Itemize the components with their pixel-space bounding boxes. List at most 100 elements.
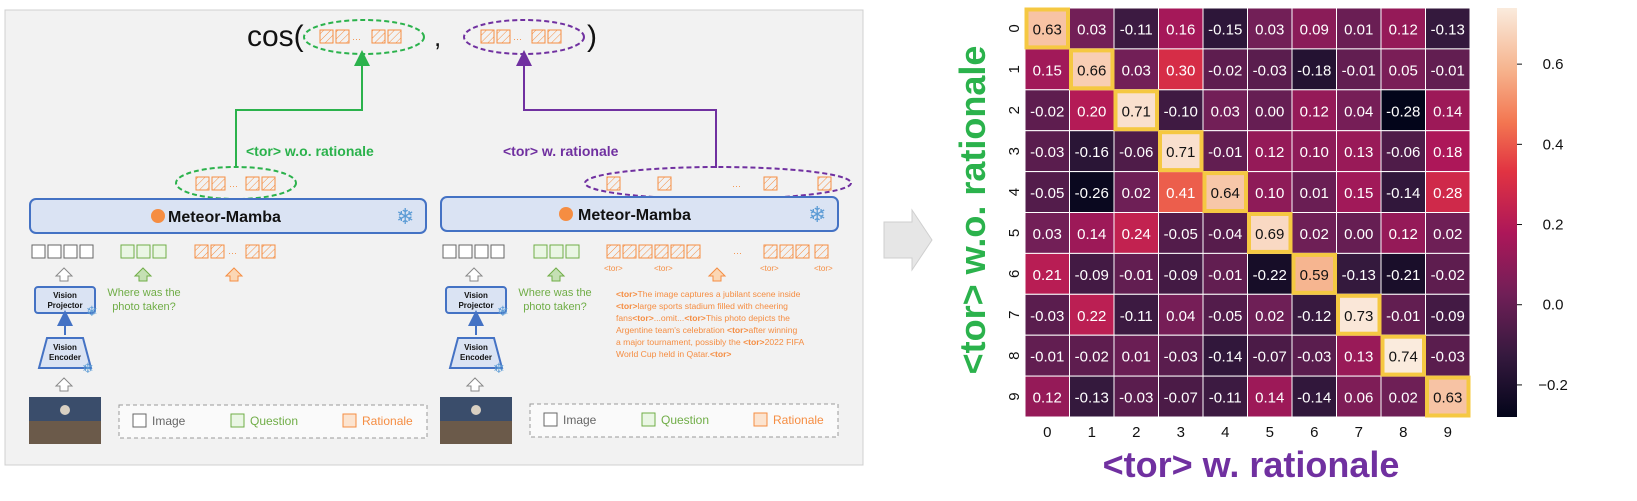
cell-value-label: 0.21	[1033, 267, 1062, 284]
cell-value-label: -0.16	[1075, 144, 1109, 161]
cell-value-label: 0.00	[1255, 103, 1284, 120]
svg-text:Vision: Vision	[464, 291, 488, 300]
model-box-left: Meteor-Mamba ❄	[29, 198, 427, 234]
cell-value-label: 0.73	[1344, 308, 1373, 325]
y-tick-label: 6	[1006, 270, 1023, 278]
heatmap-cell	[1336, 48, 1382, 91]
cell-value-label: 0.12	[1255, 144, 1284, 161]
cell-value-label: 0.13	[1344, 349, 1373, 366]
heatmap-cell	[1336, 7, 1382, 50]
cell-value-label: 0.22	[1077, 308, 1106, 325]
model-name-right: Meteor-Mamba	[578, 207, 691, 224]
svg-text:<tor>: <tor>	[760, 264, 779, 273]
x-tick-label: 3	[1177, 424, 1185, 441]
cell-value-label: -0.10	[1164, 103, 1198, 120]
y-tick-label: 4	[1006, 188, 1023, 196]
cell-value-label: 0.05	[1389, 62, 1418, 79]
cell-value-label: 0.03	[1255, 21, 1284, 38]
svg-text:Projector: Projector	[47, 301, 82, 310]
w-tor-tokens: ···	[606, 176, 832, 191]
heatmap-cell	[1425, 252, 1471, 295]
heatmap-cell	[1158, 293, 1204, 336]
svg-text:<tor>: <tor>	[654, 264, 673, 273]
model-name-left: Meteor-Mamba	[168, 209, 281, 226]
cell-value-label: -0.02	[1030, 103, 1064, 120]
x-axis-label: <tor> w. rationale	[1103, 444, 1400, 485]
snowflake-icon: ❄	[493, 360, 505, 376]
svg-text:<tor>The image captures a jubi: <tor>The image captures a jubilant scene…	[616, 289, 801, 299]
y-tick-label: 7	[1006, 311, 1023, 319]
diagonal-highlight	[1113, 89, 1159, 132]
x-tick-label: 6	[1310, 424, 1318, 441]
svg-text:World Cup held in Qatar.<tor>: World Cup held in Qatar.<tor>	[616, 349, 731, 359]
cell-value-label: -0.09	[1164, 267, 1198, 284]
svg-text:···: ···	[733, 248, 742, 258]
svg-text:a major tournament, possibly t: a major tournament, possibly the <tor>20…	[616, 337, 804, 347]
colorbar-tick-label: 0.0	[1543, 297, 1564, 314]
cell-value-label: 0.16	[1166, 21, 1195, 38]
heatmap-cell	[1069, 48, 1115, 91]
rationale-text: <tor>The image captures a jubilant scene…	[616, 289, 804, 359]
cell-value-label: -0.06	[1386, 144, 1420, 161]
cell-value-label: 0.01	[1344, 21, 1373, 38]
cell-value-label: -0.03	[1297, 349, 1331, 366]
y-tick-label: 3	[1006, 147, 1023, 155]
heatmap-cell	[1158, 252, 1204, 295]
colorbar-tick-label: −0.2	[1538, 377, 1568, 394]
cell-value-label: -0.14	[1386, 185, 1420, 202]
svg-text:photo taken?: photo taken?	[112, 301, 176, 313]
cell-value-label: -0.11	[1120, 21, 1153, 38]
heatmap-cell	[1247, 375, 1293, 418]
cell-value-label: 0.03	[1033, 226, 1062, 243]
cell-value-label: 0.30	[1166, 62, 1195, 79]
svg-text:Projector: Projector	[458, 301, 493, 310]
cell-value-label: 0.03	[1122, 62, 1151, 79]
cell-value-label: -0.06	[1119, 144, 1153, 161]
cell-value-label: -0.05	[1208, 308, 1242, 325]
cell-value-label: -0.13	[1342, 267, 1376, 284]
heatmap-cell	[1380, 212, 1426, 254]
heatmap-cell	[1069, 171, 1115, 214]
cell-value-label: -0.21	[1386, 267, 1420, 284]
right-pipeline: ··· <tor> <tor> <tor> <tor> Vision Proje…	[440, 244, 839, 444]
snowflake-icon: ❄	[497, 303, 509, 319]
x-tick-label: 8	[1399, 424, 1407, 441]
cell-value-label: -0.13	[1075, 390, 1109, 407]
svg-text:Encoder: Encoder	[460, 353, 492, 362]
heatmap-cell	[1425, 48, 1471, 91]
colorbar	[1497, 8, 1517, 417]
heatmap-cell	[1425, 89, 1471, 132]
cell-value-label: 0.06	[1344, 390, 1373, 407]
cell-value-label: -0.07	[1253, 349, 1287, 366]
cell-value-label: -0.05	[1030, 185, 1064, 202]
cell-value-label: 0.71	[1166, 144, 1195, 161]
cell-value-label: -0.03	[1164, 349, 1198, 366]
heatmap-cell	[1336, 252, 1382, 295]
diagonal-highlight	[1425, 375, 1471, 418]
cell-value-label: 0.10	[1255, 185, 1284, 202]
heatmap-cell	[1336, 375, 1382, 418]
w-token-group-top: ···	[480, 29, 562, 44]
snowflake-icon: ❄	[396, 204, 414, 229]
panel-background	[4, 9, 864, 466]
diagonal-highlight	[1380, 334, 1426, 377]
colorbar-tick-label: 0.2	[1543, 217, 1564, 234]
heatmap-cell	[1336, 89, 1382, 132]
cell-value-label: -0.26	[1075, 185, 1109, 202]
diagonal-highlight	[1069, 48, 1115, 91]
heatmap-cell	[1024, 334, 1070, 377]
svg-text:···: ···	[229, 181, 238, 191]
heatmap-cell	[1024, 293, 1070, 336]
heatmap-cell	[1202, 7, 1248, 50]
heatmap-cell	[1336, 171, 1382, 214]
cell-value-label: 0.02	[1389, 390, 1418, 407]
heatmap-cell	[1069, 89, 1115, 132]
heatmap-cell	[1113, 89, 1159, 132]
legend-box	[529, 403, 839, 438]
svg-text:Question: Question	[250, 414, 298, 428]
cell-value-label: 0.15	[1344, 185, 1373, 202]
heatmap-cell	[1291, 89, 1337, 132]
svg-text:Where was the: Where was the	[518, 287, 591, 299]
cell-value-label: 0.18	[1433, 144, 1462, 161]
x-tick-label: 0	[1043, 424, 1051, 441]
